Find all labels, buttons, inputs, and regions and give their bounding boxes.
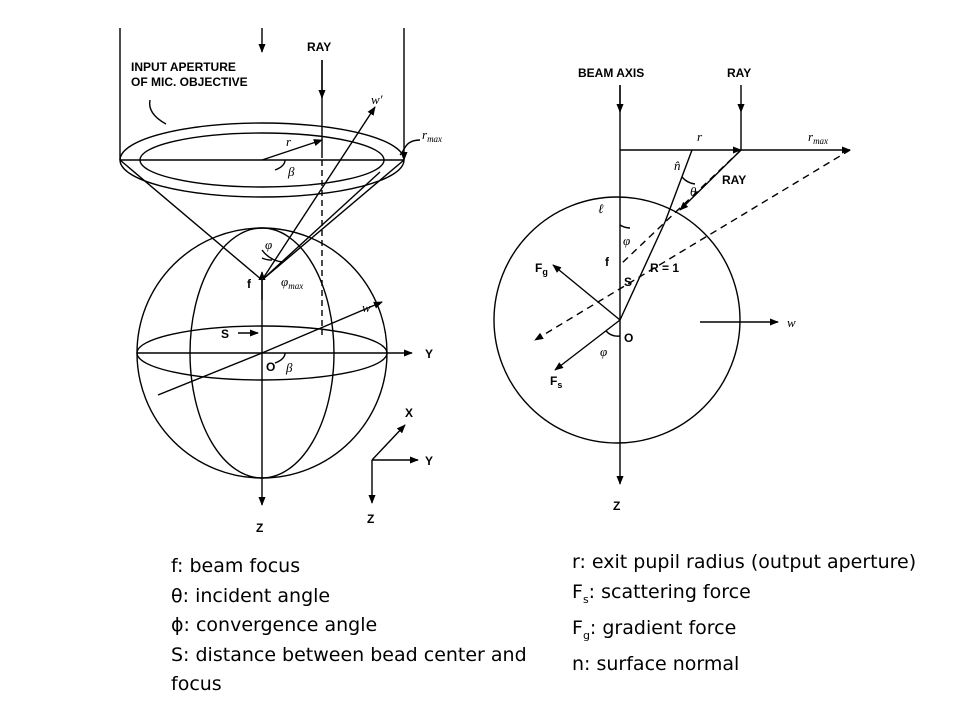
phi-max-arc bbox=[261, 249, 283, 263]
beta-arc-bottom bbox=[274, 352, 286, 364]
ray-focus-to-rim bbox=[261, 171, 381, 281]
legend-convergence-angle: ϕ: convergence angle bbox=[171, 614, 378, 636]
right-figure-labels: BEAM AXIS RAY r rmax n̂ θ RAY ℓ φ Fg f S… bbox=[535, 66, 828, 513]
legend-surface-normal: n: surface normal bbox=[572, 653, 740, 676]
r-equals-label: R = 1 bbox=[650, 261, 679, 275]
right-w-label: w bbox=[787, 315, 796, 330]
legend-scattering-force: Fs: scattering force bbox=[572, 580, 751, 606]
axes-x-label: X bbox=[405, 406, 413, 420]
left-figure-labels: INPUT APERTURE OF MIC. OBJECTIVE RAY w′ … bbox=[131, 40, 442, 535]
left-z-label: Z bbox=[256, 521, 263, 535]
left-o-label: O bbox=[266, 360, 275, 374]
left-beta-bottom-label: β bbox=[285, 360, 293, 375]
phi-arc bbox=[261, 257, 273, 261]
right-dashed-ray-focus bbox=[619, 149, 742, 266]
right-figure bbox=[493, 85, 851, 485]
right-r-label: r bbox=[697, 129, 703, 144]
fs-arrow bbox=[554, 319, 621, 371]
right-phi-bottom-label: φ bbox=[600, 344, 607, 359]
right-phi-top-label: φ bbox=[623, 233, 630, 248]
fg-label: Fg bbox=[535, 261, 548, 277]
w-vector-back bbox=[157, 352, 263, 396]
legend-beam-focus: f: beam focus bbox=[171, 555, 301, 577]
cone-right-edge bbox=[261, 159, 405, 281]
right-rmax-label: rmax bbox=[808, 129, 828, 146]
axes-x-arrow bbox=[371, 424, 406, 461]
right-phi-arc-bottom bbox=[605, 330, 621, 337]
right-theta-label: θ bbox=[690, 184, 697, 199]
left-w-label: w bbox=[362, 300, 371, 315]
right-theta-arc bbox=[681, 176, 696, 185]
w-prime-label: w′ bbox=[371, 92, 383, 107]
right-radius-line bbox=[619, 221, 666, 321]
cone-left-edge bbox=[119, 159, 263, 281]
fg-arrow bbox=[552, 264, 621, 321]
ray-w-prime-line bbox=[261, 106, 376, 281]
right-bead-circle bbox=[493, 196, 741, 444]
w-vector-bottom bbox=[261, 301, 383, 354]
left-phi-label: φ bbox=[265, 237, 272, 252]
right-ray-label-inner: RAY bbox=[722, 173, 746, 187]
right-phi-arc-top bbox=[619, 224, 631, 229]
right-n-hat-line bbox=[664, 149, 693, 223]
left-s-label: S bbox=[221, 327, 229, 341]
input-aperture-pointer bbox=[148, 99, 167, 125]
right-z-label: Z bbox=[613, 499, 620, 513]
left-figure bbox=[119, 28, 421, 506]
legend-incident-angle: θ: incident angle bbox=[171, 584, 331, 607]
left-ray-label: RAY bbox=[307, 40, 331, 54]
left-beta-top-label: β bbox=[287, 164, 295, 179]
r-vector-top bbox=[261, 139, 323, 161]
input-aperture-label-2: OF MIC. OBJECTIVE bbox=[131, 75, 248, 89]
right-ray-label-top: RAY bbox=[727, 66, 751, 80]
left-r-label: r bbox=[286, 134, 292, 149]
right-f-label: f bbox=[605, 255, 610, 269]
input-aperture-label-1: INPUT APERTURE bbox=[131, 60, 236, 74]
left-y-label: Y bbox=[425, 347, 433, 361]
axes-y-label: Y bbox=[425, 454, 433, 468]
fs-label: Fs bbox=[550, 374, 562, 390]
right-s-label: S bbox=[624, 275, 632, 289]
left-phi-max-label: φmax bbox=[281, 274, 303, 291]
legend-distance-s: S: distance between bead center and bbox=[171, 643, 527, 666]
beam-axis-label: BEAM AXIS bbox=[578, 66, 644, 80]
left-f-label: f bbox=[247, 277, 252, 291]
legend-right: r: exit pupil radius (output aperture) F… bbox=[572, 548, 952, 680]
legend-exit-pupil: r: exit pupil radius (output aperture) bbox=[572, 551, 917, 573]
n-hat-label: n̂ bbox=[674, 158, 681, 173]
legend-gradient-force: Fg: gradient force bbox=[572, 616, 737, 642]
right-o-label: O bbox=[624, 331, 633, 345]
rmax-pointer bbox=[399, 139, 421, 156]
legend-left: f: beam focus θ: incident angle ϕ: conve… bbox=[171, 552, 551, 700]
beta-arc-top bbox=[274, 159, 286, 171]
axes-z-label: Z bbox=[367, 512, 374, 526]
l-label: ℓ bbox=[598, 201, 604, 216]
right-dashed-ray-to-rmax bbox=[534, 149, 851, 341]
legend-distance-s-cont: focus bbox=[171, 673, 222, 695]
left-rmax-label: rmax bbox=[422, 127, 442, 144]
